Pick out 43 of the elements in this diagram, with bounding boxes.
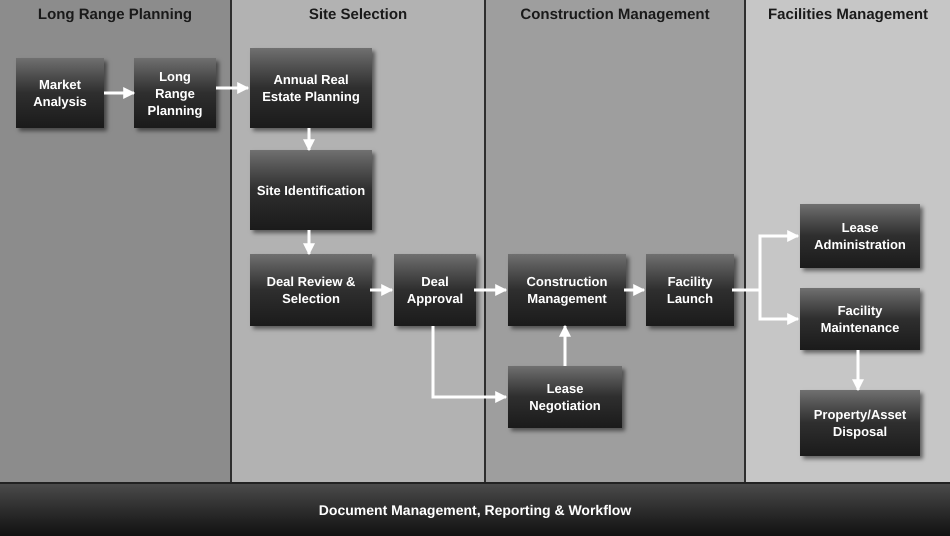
process-label: Long Range Planning	[146, 68, 204, 118]
process-box	[394, 254, 476, 326]
process-label: Facility Maintenance	[820, 302, 900, 336]
process-label: Lease Administration	[813, 219, 907, 253]
arrow	[216, 82, 250, 94]
arrow	[559, 324, 571, 366]
arrow	[303, 128, 315, 152]
process-box	[508, 366, 622, 428]
process-label: Property/Asset Disposal	[812, 406, 908, 440]
column-heading: Site Selection	[308, 6, 408, 25]
process-box	[250, 150, 372, 230]
process-label: Annual Real Estate Planning	[261, 71, 361, 105]
process-label: Deal Approval	[406, 273, 464, 307]
process-label: Construction Management	[526, 273, 608, 307]
process-box	[250, 48, 372, 128]
column-heading: Construction Management	[519, 6, 711, 25]
arrow	[303, 230, 315, 256]
arrow	[432, 326, 508, 403]
process-label: Facility Launch	[666, 273, 714, 307]
process-label: Lease Negotiation	[528, 380, 602, 414]
footer-bar	[0, 482, 950, 536]
arrow	[370, 284, 394, 296]
process-box	[16, 58, 104, 128]
arrow	[852, 350, 864, 392]
process-box	[800, 204, 920, 268]
arrow	[104, 87, 136, 99]
process-box	[508, 254, 626, 326]
swimlane-column	[0, 0, 230, 482]
arrow	[624, 284, 646, 296]
process-box	[134, 58, 216, 128]
column-heading: Long Range Planning	[36, 6, 194, 25]
process-label: Deal Review & Selection	[266, 273, 356, 307]
process-box	[250, 254, 372, 326]
process-box	[800, 390, 920, 456]
process-label: Market Analysis	[32, 76, 88, 110]
process-box	[800, 288, 920, 350]
arrow	[474, 284, 508, 296]
swimlane-column	[230, 0, 484, 482]
process-label: Site Identification	[256, 182, 366, 198]
footer-label: Document Management, Reporting & Workflow	[318, 500, 632, 520]
process-box	[646, 254, 734, 326]
swimlane-column	[744, 0, 950, 482]
column-heading: Facilities Management	[766, 6, 930, 25]
